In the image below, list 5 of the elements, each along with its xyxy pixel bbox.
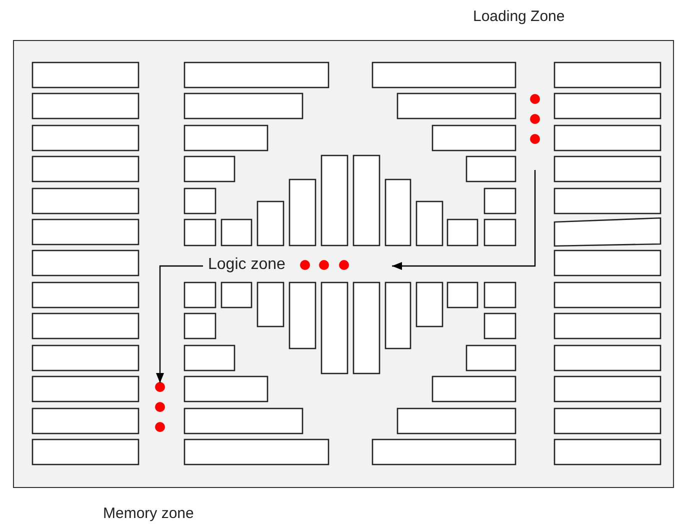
arrow [392, 170, 536, 270]
zone-label: Memory zone [103, 504, 194, 524]
zone-label: Logic zone [208, 255, 286, 275]
arrow [156, 265, 203, 383]
zone-label: Loading Zone [473, 7, 565, 27]
